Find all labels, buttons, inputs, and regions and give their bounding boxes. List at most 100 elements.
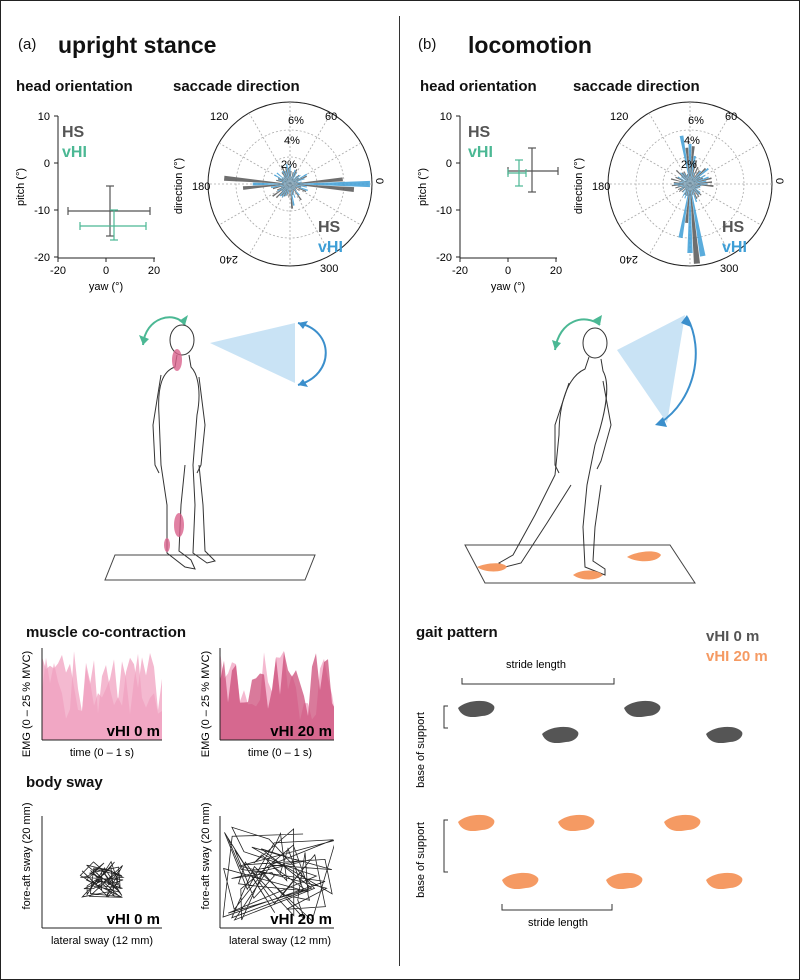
gait-legend-0m: vHI 0 m [706,628,760,645]
angle-label-0: 0 [773,178,785,184]
xtick: 0 [103,265,109,277]
emg-ylabel-1: EMG (0 – 25 % MVC) [21,651,33,757]
gait-legend-20m: vHI 20 m [706,648,768,665]
angle-label-180: 180 [592,181,610,193]
walking-person [498,327,612,576]
angle-label-240: 240 [620,253,638,265]
saccade-bar [290,178,295,184]
saccade-bar [286,184,290,196]
saccade-bar [690,167,707,184]
saccade-bar [290,178,305,184]
saccade-bar [281,184,290,197]
saccade-bar [290,184,355,193]
saccade-bar [285,184,290,197]
base-support-label-top: base of support [415,712,427,788]
saccade-bar [685,180,690,184]
y-axis-label: direction (°) [173,158,185,214]
emg-area-20m [220,650,334,740]
saccade-bar [675,176,690,184]
muscle-cocontraction-title: muscle co-contraction [26,624,187,641]
legend-hs: HS [468,124,491,141]
saccade-bar [290,184,307,193]
saccade-bar [290,184,294,209]
vhi-errorbar [507,159,527,187]
hs-errorbar [67,185,151,237]
legend-vhi: vHI [62,144,87,161]
sway-xlabel-1: lateral sway (12 mm) [51,935,153,947]
saccade-bar [281,184,290,192]
saccade-bar [290,184,296,198]
saccade-bar [287,167,290,184]
saccade-bar [283,184,290,197]
saccade-bar [690,176,701,184]
saccade-bar [690,184,697,189]
saccade-bar [681,172,690,184]
ytick: -20 [34,252,50,264]
ytick: 10 [440,111,452,123]
shin-muscle [164,538,170,552]
saccade-bar [223,175,290,184]
saccade-bar [690,184,714,187]
saccade-bar [690,174,705,184]
stride-bracket-top [461,678,615,685]
ytick: 0 [44,158,50,170]
saccade-bar [281,184,290,198]
saccade-bar [290,177,343,184]
sway-ylabel-2: fore-aft sway (20 mm) [200,803,212,910]
saccade-bar [677,184,690,191]
calf-muscle [174,513,184,537]
saccade-bar [290,181,302,184]
saccade-bar [690,184,694,195]
saccade-bar [685,184,690,223]
angle-label-60: 60 [725,111,737,123]
saccade-bar [677,184,690,187]
saccade-bar [679,181,690,184]
saccade-bar [690,184,702,187]
saccade-bar [273,174,290,184]
radius-label-4: 4% [284,135,300,147]
saccade-bar [690,184,700,195]
angle-label-0: 0 [373,178,385,184]
saccade-bar [290,184,307,188]
force-plate [104,554,316,581]
saccade-bar [290,181,299,184]
saccade-bar [284,170,290,184]
polar-grid [207,101,373,267]
saccade-bar [673,183,690,185]
base-support-label-bottom: base of support [415,822,427,898]
saccade-bar [277,184,290,192]
saccade-bar [690,184,702,196]
saccade-bar [690,184,698,200]
footprint [558,814,595,832]
saccade-bar [290,174,301,184]
saccade-bar [690,184,699,189]
panel-a-letter: (a) [18,36,37,53]
saccade-bar [670,178,690,184]
saccade-bar [683,171,690,184]
footprint [706,726,743,744]
saccade-bar [283,177,290,184]
upright-stance-illustration [104,315,327,581]
sway-path [222,826,334,922]
ytick: -10 [436,205,452,217]
saccade-bar [690,184,701,264]
xtick: -20 [50,265,66,277]
stride-length-label-bottom: stride length [528,917,588,929]
saccade-bar [290,170,292,184]
saccade-bar [690,183,708,185]
saccade-bar [683,172,690,184]
walkway [464,544,696,584]
saccade-bar [690,184,701,188]
saccade-bar [673,181,690,184]
saccade-bar [272,184,290,197]
saccade-bar [688,144,692,184]
head-rotation-arrow [142,316,186,346]
footprint [627,551,661,562]
saccade-bar [685,147,690,184]
saccade-bar [690,180,707,184]
saccade-bar [277,178,290,184]
xtick: -20 [452,265,468,277]
neck-muscle [172,349,182,371]
angle-label-240: 240 [220,253,238,265]
saccade-bar [276,172,290,184]
